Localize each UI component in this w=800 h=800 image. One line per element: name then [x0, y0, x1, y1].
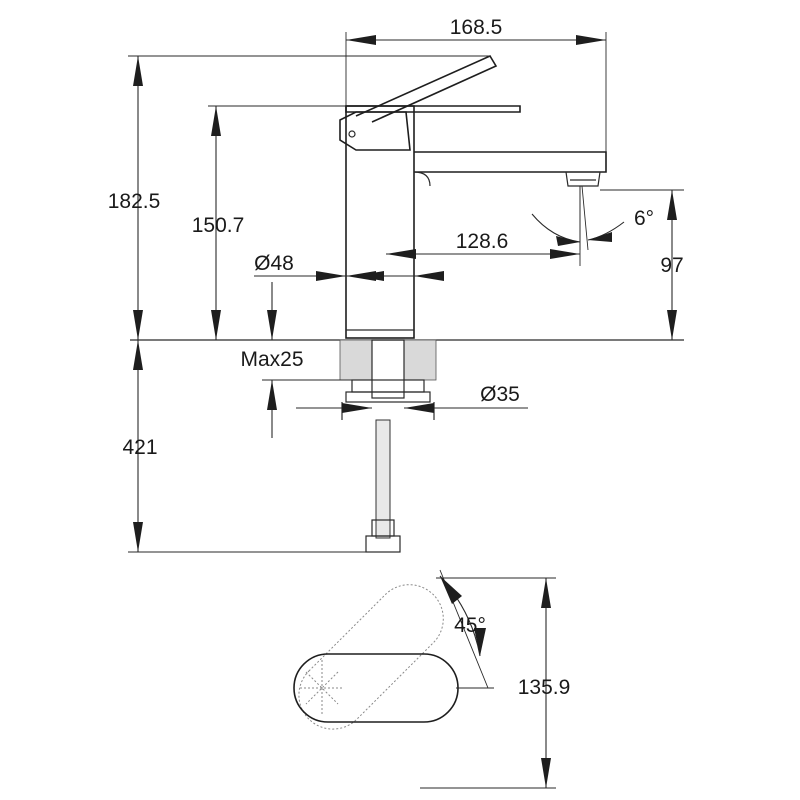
dim-421: 421 — [122, 340, 400, 553]
label-counter-thickness: Max25 — [240, 348, 303, 371]
dim-150-7: 150.7 — [192, 105, 346, 340]
faucet-side-view — [339, 54, 607, 339]
countertop-right — [403, 339, 437, 381]
dim-135-9: 135.9 — [420, 577, 571, 789]
flex-hose — [375, 419, 391, 539]
label-spout-reach-total: 168.5 — [450, 16, 503, 39]
dim-diameter-48: Ø48 — [254, 252, 444, 281]
label-outlet-reach: 128.6 — [456, 230, 509, 253]
spout-arm-curve — [413, 171, 431, 187]
mounting-washer — [351, 379, 425, 393]
label-hose-length: 421 — [122, 436, 157, 459]
spout-arm — [414, 151, 607, 173]
label-tilt-angle: 6° — [634, 207, 654, 230]
dim-45-deg: 45° — [439, 569, 494, 689]
aerator — [565, 171, 601, 187]
mounting-nut — [345, 391, 431, 403]
dim-diameter-35: Ø35 — [296, 383, 528, 413]
handle-top-oval — [293, 653, 459, 723]
label-outlet-height: 97 — [660, 254, 683, 277]
lever-handle — [355, 54, 498, 123]
lever-screw — [348, 130, 356, 138]
label-handle-height: 135.9 — [518, 676, 571, 699]
label-spout-height: 150.7 — [192, 214, 245, 237]
dim-6-deg: 6° — [531, 185, 654, 251]
dim-182-5: 182.5 — [108, 55, 490, 340]
dim-128-6: 128.6 — [386, 186, 581, 266]
dim-168-5: 168.5 — [345, 16, 607, 152]
dim-max25: Max25 — [240, 282, 352, 438]
mounting-stud — [371, 339, 405, 399]
dim-97: 97 — [600, 189, 684, 340]
faucet-body — [345, 105, 415, 339]
label-body-diameter: Ø48 — [254, 252, 294, 275]
label-total-height: 182.5 — [108, 190, 161, 213]
label-lever-rotation: 45° — [454, 614, 486, 637]
label-thread-diameter: Ø35 — [480, 383, 520, 406]
countertop-section — [130, 339, 684, 553]
countertop-left — [339, 339, 373, 381]
spout-top-plate — [345, 105, 521, 113]
faucet-top-view — [293, 584, 459, 730]
lever-cartridge — [339, 111, 411, 151]
